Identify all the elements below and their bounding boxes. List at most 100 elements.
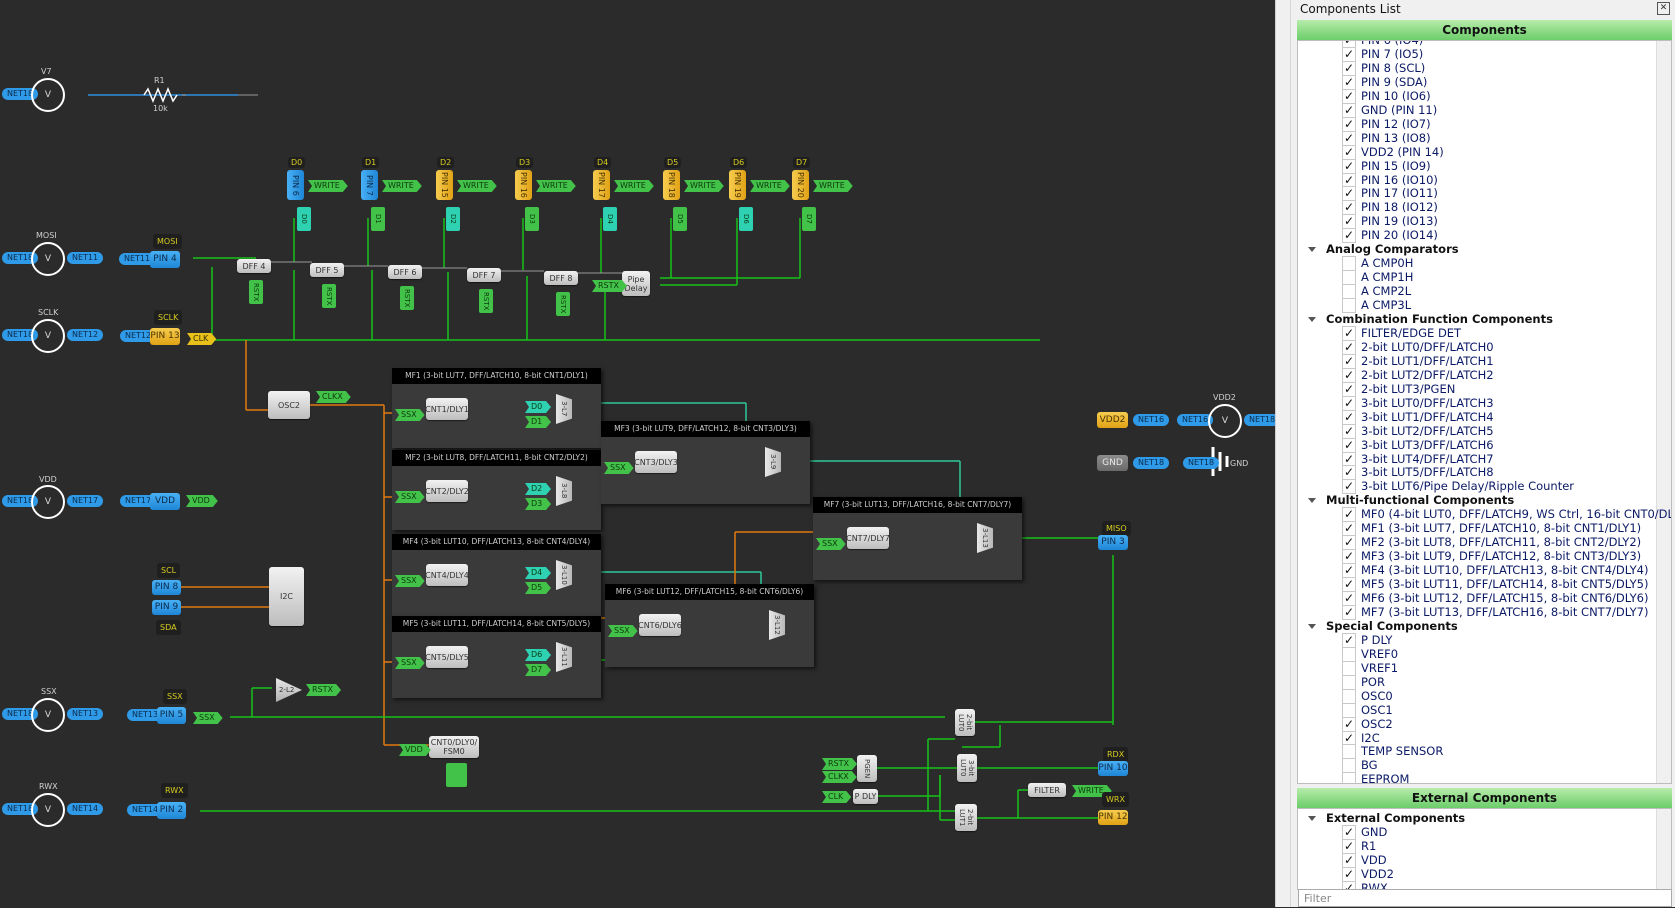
data-tag[interactable]: D4 bbox=[525, 567, 551, 579]
mf-block[interactable]: MF5 (3-bit LUT11, DFF/LATCH14, 8-bit CNT… bbox=[392, 616, 601, 698]
tree-item[interactable]: ✓ PIN 19 (IO13) bbox=[1342, 214, 1438, 230]
checkbox[interactable]: ✓ bbox=[1342, 339, 1356, 355]
tree-item[interactable]: ✓ 3-bit LUT4/DFF/LATCH7 bbox=[1342, 451, 1494, 467]
counter-block[interactable]: CNT4/DLY4 bbox=[425, 564, 469, 586]
tree-item[interactable]: ✓ VDD bbox=[1342, 852, 1387, 868]
data-tag[interactable]: D2 bbox=[525, 483, 551, 495]
checkbox[interactable]: ✓ bbox=[1342, 228, 1356, 244]
filter-block[interactable]: FILTER bbox=[1028, 783, 1066, 797]
voltage-source-vdd2[interactable]: V bbox=[1208, 404, 1242, 438]
write-tag[interactable]: WRITE bbox=[382, 180, 422, 192]
rstx-tag[interactable]: RSTX bbox=[249, 280, 263, 304]
external-scrollbar[interactable] bbox=[1656, 809, 1671, 889]
lut-block[interactable]: 3-L10 bbox=[556, 560, 572, 590]
data-pin[interactable]: PIN 20 bbox=[792, 170, 809, 200]
voltage-source-vdd[interactable]: V bbox=[31, 485, 65, 519]
checkbox[interactable]: ✓ bbox=[1342, 479, 1356, 495]
tree-item[interactable]: BG bbox=[1298, 758, 1671, 774]
tree-item[interactable]: ✓ MF3 (3-bit LUT9, DFF/LATCH12, 8-bit CN… bbox=[1342, 549, 1642, 565]
dff-block[interactable]: DFF 7 bbox=[467, 268, 501, 282]
checkbox[interactable]: ✓ bbox=[1342, 353, 1356, 369]
tree-group[interactable]: Multi-functional Components bbox=[1308, 493, 1514, 507]
tree-item[interactable]: ✓ PIN 9 (SDA) bbox=[1342, 74, 1428, 90]
clkx-tag[interactable]: CLKX bbox=[316, 391, 351, 403]
checkbox[interactable]: ✓ bbox=[1342, 852, 1356, 868]
rstx-tag[interactable]: RSTX bbox=[556, 292, 570, 316]
lut1-2bit[interactable]: 2-bit LUT1 bbox=[955, 804, 977, 831]
checkbox[interactable]: ✓ bbox=[1342, 130, 1356, 146]
vdd-pin[interactable]: VDD bbox=[150, 493, 180, 510]
tree-item[interactable]: ✓ MF4 (3-bit LUT10, DFF/LATCH13, 8-bit C… bbox=[1342, 563, 1649, 579]
expand-arrow-icon[interactable] bbox=[1308, 247, 1316, 253]
vdd-tag[interactable]: VDD bbox=[186, 495, 218, 507]
counter-block[interactable]: CNT7/DLY7 bbox=[846, 527, 890, 549]
vdd2-pin[interactable]: VDD2 bbox=[1097, 412, 1128, 428]
tree-item[interactable]: ✓ PIN 7 (IO5) bbox=[1342, 46, 1424, 62]
checkbox[interactable] bbox=[1342, 758, 1356, 774]
checkbox[interactable]: ✓ bbox=[1342, 74, 1356, 90]
pin-8[interactable]: PIN 8 bbox=[152, 580, 181, 595]
net-tag[interactable]: NET12 bbox=[120, 330, 157, 342]
dff-block[interactable]: DFF 5 bbox=[310, 263, 344, 277]
net-tag[interactable]: NET18 bbox=[2, 329, 39, 341]
checkbox[interactable]: ✓ bbox=[1342, 186, 1356, 202]
expand-arrow-icon[interactable] bbox=[1308, 816, 1316, 821]
net-tag[interactable]: NET18 bbox=[2, 88, 39, 100]
lut-block[interactable]: 3-L9 bbox=[765, 447, 781, 477]
checkbox[interactable] bbox=[1342, 284, 1356, 300]
checkbox[interactable] bbox=[1342, 298, 1356, 314]
tree-item[interactable]: ✓ MF7 (3-bit LUT13, DFF/LATCH16, 8-bit C… bbox=[1342, 604, 1649, 620]
clkx-tag[interactable]: CLKX bbox=[822, 771, 857, 783]
tree-item[interactable]: ✓ VDD2 (PIN 14) bbox=[1342, 144, 1444, 160]
data-pin[interactable]: PIN 15 bbox=[436, 170, 453, 200]
tree-item[interactable]: ✓ P DLY bbox=[1342, 632, 1393, 648]
counter-block[interactable]: CNT2/DLY2 bbox=[425, 480, 469, 502]
tree-item[interactable]: ✓ PIN 17 (IO11) bbox=[1342, 186, 1438, 202]
filter-input[interactable]: Filter bbox=[1298, 889, 1672, 907]
checkbox[interactable] bbox=[1342, 256, 1356, 272]
components-scrollbar[interactable] bbox=[1656, 41, 1671, 783]
checkbox[interactable]: ✓ bbox=[1342, 521, 1356, 537]
expand-arrow-icon[interactable] bbox=[1308, 623, 1316, 629]
tree-item[interactable]: ✓ PIN 15 (IO9) bbox=[1342, 158, 1431, 174]
checkbox[interactable] bbox=[1342, 772, 1356, 783]
data-tag[interactable]: D6 bbox=[525, 649, 551, 661]
data-tag[interactable]: D0 bbox=[297, 207, 311, 231]
pin-12[interactable]: PIN 12 bbox=[1098, 810, 1128, 825]
vdd-tag[interactable]: VDD bbox=[399, 744, 431, 756]
mf-block[interactable]: MF4 (3-bit LUT10, DFF/LATCH13, 8-bit CNT… bbox=[392, 534, 601, 616]
checkbox[interactable]: ✓ bbox=[1342, 158, 1356, 174]
net-tag[interactable]: NET18 bbox=[2, 495, 39, 507]
ssx-tag[interactable]: SSX bbox=[608, 625, 638, 637]
lut-block[interactable]: 3-L7 bbox=[556, 394, 572, 424]
checkbox[interactable]: ✓ bbox=[1342, 880, 1356, 889]
checkbox[interactable]: ✓ bbox=[1342, 325, 1356, 341]
gnd-pin[interactable]: GND bbox=[1097, 455, 1128, 471]
pgen-block[interactable]: PGEN bbox=[857, 755, 877, 782]
checkbox[interactable]: ✓ bbox=[1342, 88, 1356, 104]
data-tag[interactable]: D1 bbox=[525, 416, 551, 428]
tree-item[interactable]: A CMP2L bbox=[1298, 284, 1671, 300]
net-tag[interactable]: NET16 bbox=[1133, 414, 1170, 426]
data-tag[interactable]: D3 bbox=[525, 207, 539, 231]
expand-arrow-icon[interactable] bbox=[1308, 498, 1316, 504]
checkbox[interactable]: ✓ bbox=[1342, 563, 1356, 579]
tree-item[interactable]: ✓ 3-bit LUT3/DFF/LATCH6 bbox=[1342, 437, 1494, 453]
checkbox[interactable] bbox=[1342, 270, 1356, 286]
tree-item[interactable]: ✓ MF0 (4-bit LUT0, DFF/LATCH9, WS Ctrl, … bbox=[1342, 507, 1672, 523]
tree-item[interactable]: ✓ 2-bit LUT0/DFF/LATCH0 bbox=[1342, 339, 1494, 355]
lut-block[interactable]: 3-L8 bbox=[556, 476, 572, 506]
tree-item[interactable]: OSC0 bbox=[1298, 688, 1671, 704]
voltage-source-sclk[interactable]: V bbox=[31, 319, 65, 353]
voltage-source-rwx[interactable]: V bbox=[31, 793, 65, 827]
checkbox[interactable]: ✓ bbox=[1342, 507, 1356, 523]
net-tag[interactable]: NET14 bbox=[67, 803, 104, 815]
data-tag[interactable]: D5 bbox=[525, 582, 551, 594]
checkbox[interactable]: ✓ bbox=[1342, 423, 1356, 439]
components-header[interactable]: Components bbox=[1297, 20, 1672, 40]
lut-block[interactable]: 3-L12 bbox=[769, 610, 785, 640]
write-tag[interactable]: WRITE bbox=[813, 180, 853, 192]
rstx-tag[interactable]: RSTX bbox=[306, 684, 341, 696]
lut0-3bit[interactable]: 3-bit LUT0 bbox=[957, 754, 977, 782]
mf-block[interactable]: MF3 (3-bit LUT9, DFF/LATCH12, 8-bit CNT3… bbox=[601, 421, 810, 504]
